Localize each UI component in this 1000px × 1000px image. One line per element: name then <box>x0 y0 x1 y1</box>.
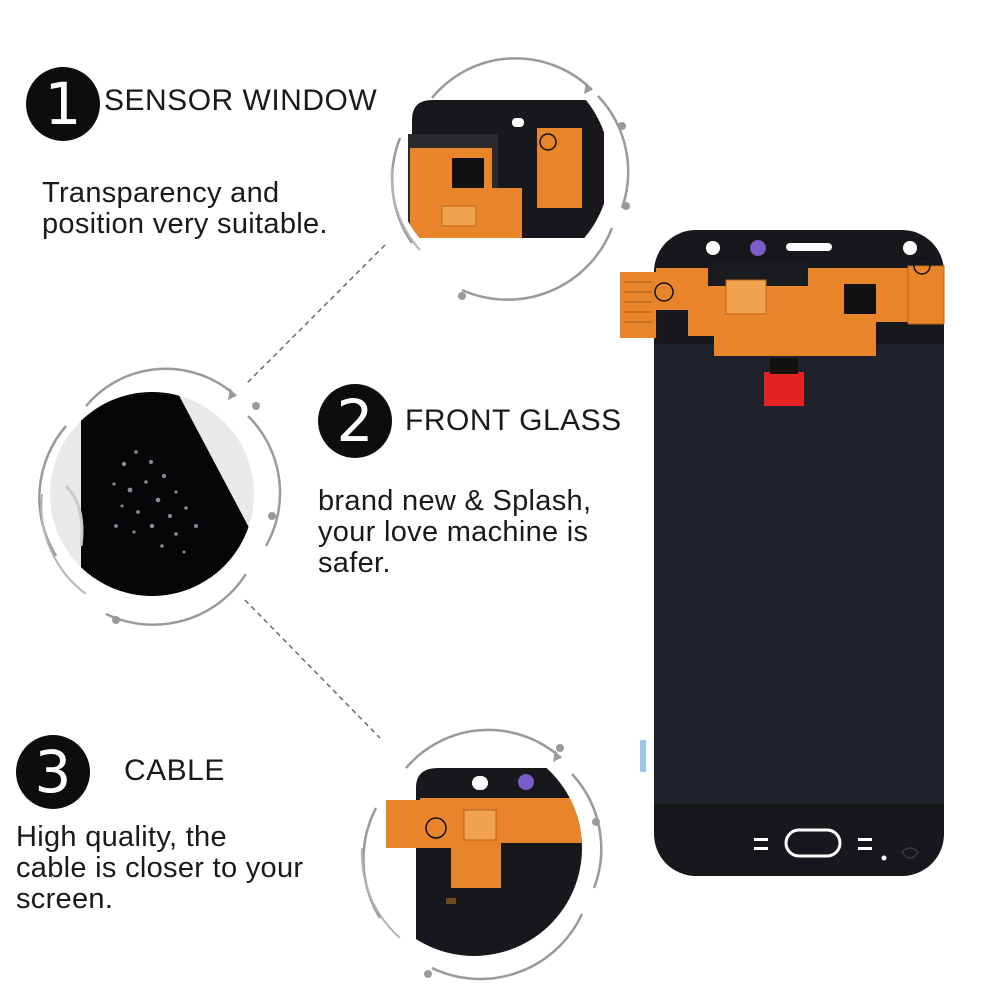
sensor-hole-left <box>706 241 720 255</box>
feature-description-2: brand new & Splash, your love machine is… <box>318 486 591 579</box>
feature-title-sensor-window: SENSOR WINDOW <box>104 84 378 117</box>
description-line: safer. <box>318 547 391 579</box>
feature-description-1: Transparency and position very suitable. <box>42 178 328 240</box>
description-line: cable is closer to your <box>16 852 304 884</box>
description-line: brand new & Splash, <box>318 485 592 517</box>
description-line: High quality, the <box>16 821 227 853</box>
side-flex-tab <box>620 272 656 338</box>
description-line: position very suitable. <box>42 208 328 240</box>
red-connector <box>764 372 804 406</box>
feature-title-cable: CABLE <box>124 754 225 787</box>
proximity-sensor <box>750 240 766 256</box>
description-line: screen. <box>16 883 114 915</box>
number-badge-1: 1 <box>26 67 100 141</box>
number-badge-2: 2 <box>318 384 392 458</box>
zoom-circle-cable <box>360 728 603 981</box>
display-screen <box>654 344 944 804</box>
zoom-circle-sensor-window <box>390 57 630 301</box>
sensor-hole-right <box>903 241 917 255</box>
description-line: your love machine is <box>318 516 589 548</box>
dashed-line-top <box>244 244 386 386</box>
controller-chip <box>844 284 876 314</box>
description-line: Transparency and <box>42 177 280 209</box>
feature-title-front-glass: FRONT GLASS <box>405 404 622 437</box>
zoom-circle-front-glass <box>38 367 282 626</box>
feature-description-3: High quality, the cable is closer to you… <box>16 822 303 915</box>
earpiece-slot <box>786 243 832 251</box>
number-badge-3: 3 <box>16 735 90 809</box>
home-button <box>784 828 842 858</box>
phone-lcd-assembly <box>620 230 945 876</box>
chip-array <box>725 279 767 315</box>
